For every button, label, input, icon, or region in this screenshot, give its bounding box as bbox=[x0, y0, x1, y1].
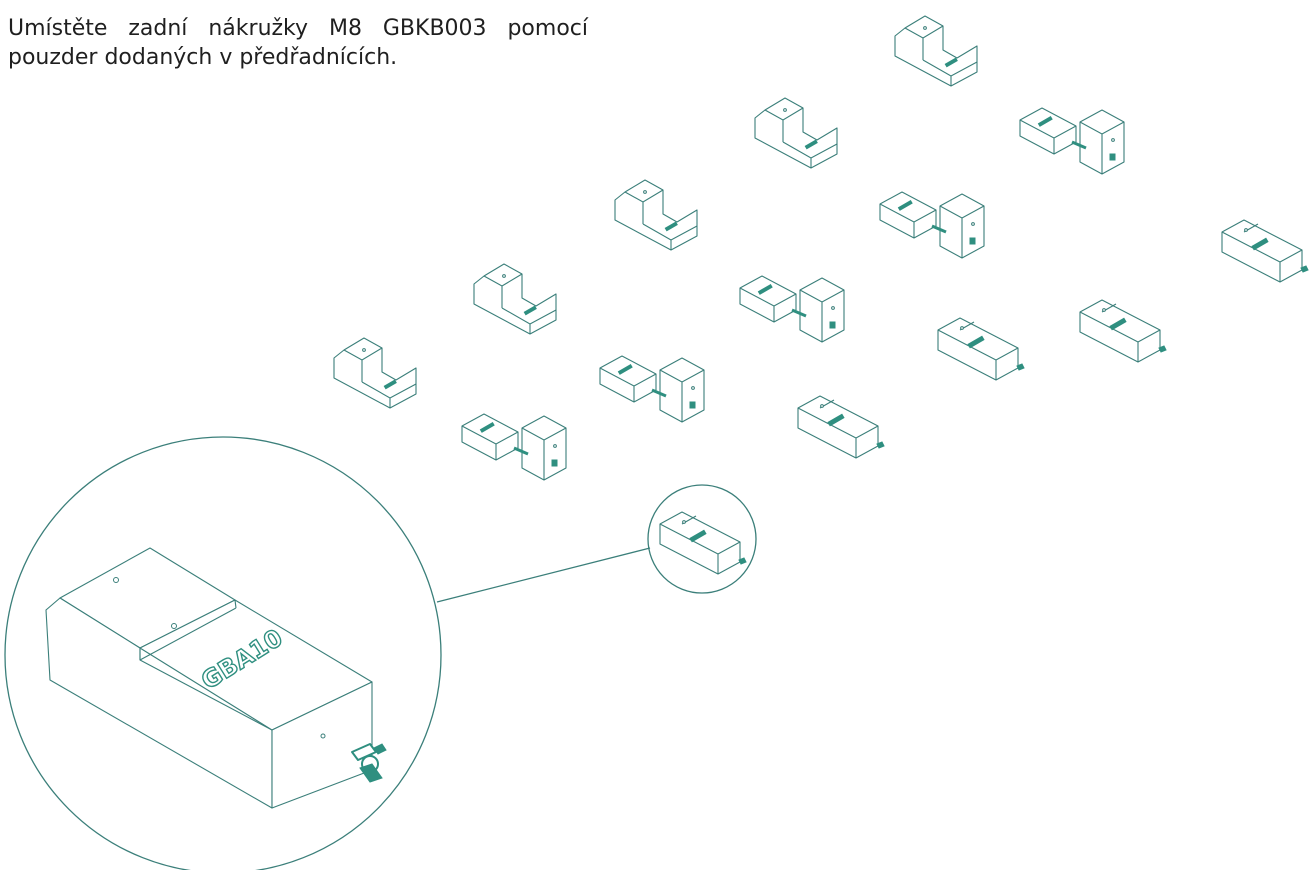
tall-block-3 bbox=[614, 179, 698, 251]
low-block-1 bbox=[1221, 219, 1309, 283]
tall-block-5 bbox=[333, 337, 417, 409]
paired-block-5 bbox=[460, 412, 568, 482]
magnified-detail: GBA10 bbox=[4, 436, 442, 870]
bracket-clamp bbox=[351, 743, 387, 783]
tall-block-1 bbox=[894, 15, 978, 87]
paired-block-1 bbox=[1018, 106, 1126, 176]
tall-block-2 bbox=[754, 97, 838, 169]
paired-block-2 bbox=[878, 190, 986, 260]
low-block-2 bbox=[1079, 299, 1167, 363]
instruction-text: Umístěte zadní nákružky M8 GBKB003 pomoc… bbox=[8, 16, 588, 70]
paired-block-4 bbox=[598, 354, 706, 424]
paired-block-3 bbox=[738, 274, 846, 344]
callout-small bbox=[647, 484, 757, 594]
low-block-3 bbox=[937, 317, 1025, 381]
tall-block-4 bbox=[473, 263, 557, 335]
low-block-4 bbox=[797, 395, 885, 459]
callout-leader-line bbox=[436, 547, 651, 603]
